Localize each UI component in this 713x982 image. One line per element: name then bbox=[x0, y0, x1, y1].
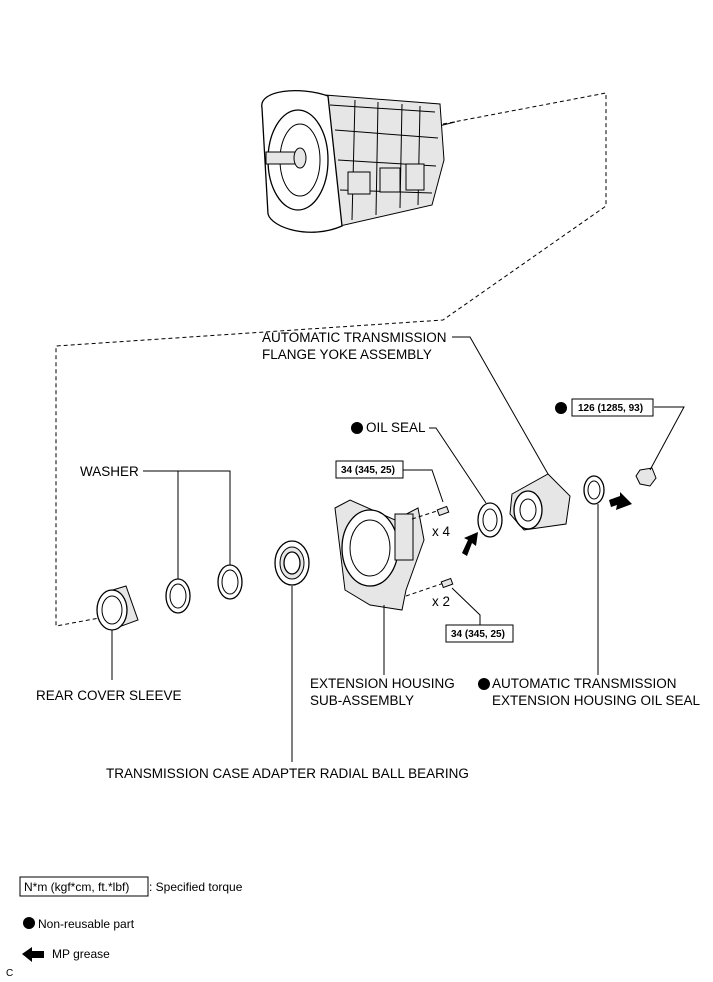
flange-yoke-label-line2: FLANGE YOKE ASSEMBLY bbox=[262, 347, 432, 362]
oil-seal-illustration bbox=[429, 427, 503, 538]
filled-circle-icon bbox=[351, 422, 363, 434]
transmission-assembly-illustration bbox=[55, 90, 607, 627]
legend-torque-unit: N*m (kgf*cm, ft.*lbf) bbox=[24, 880, 129, 894]
rear-cover-sleeve-illustration bbox=[96, 585, 139, 680]
legend-grease-text: MP grease bbox=[52, 947, 110, 961]
oil-seal-label: OIL SEAL bbox=[366, 420, 426, 435]
quantity-x2-label: x 2 bbox=[432, 594, 450, 609]
extension-housing-oil-seal-illustration bbox=[583, 475, 605, 675]
filled-circle-icon bbox=[23, 917, 35, 929]
radial-ball-bearing-illustration bbox=[274, 540, 310, 762]
flange-yoke-illustration bbox=[452, 336, 571, 531]
torque-box-nut bbox=[571, 398, 654, 417]
quantity-x4-label: x 4 bbox=[432, 524, 451, 539]
ext-housing-oil-seal-label-line1: AUTOMATIC TRANSMISSION bbox=[492, 676, 677, 691]
washer-label: WASHER bbox=[80, 464, 139, 479]
grease-arrow-icon bbox=[462, 532, 478, 556]
filled-circle-icon bbox=[555, 402, 567, 414]
torque-value-lower-bolt: 34 (345, 25) bbox=[451, 629, 505, 640]
extension-housing-illustration bbox=[334, 499, 425, 675]
footer-code: C bbox=[6, 968, 13, 979]
radial-ball-bearing-label: TRANSMISSION CASE ADAPTER RADIAL BALL BE… bbox=[106, 766, 469, 781]
torque-value-nut: 126 (1285, 93) bbox=[578, 403, 643, 414]
legend-torque-box bbox=[19, 876, 149, 897]
legend-nonreusable-text: Non-reusable part bbox=[38, 917, 135, 931]
torque-box-upper-bolt bbox=[335, 460, 404, 479]
torque-value-upper-bolt: 34 (345, 25) bbox=[341, 465, 395, 476]
legend-torque-text: : Specified torque bbox=[149, 880, 243, 894]
ext-housing-oil-seal-label-line2: EXTENSION HOUSING OIL SEAL bbox=[492, 693, 701, 708]
legend: N*m (kgf*cm, ft.*lbf) : Specified torque… bbox=[19, 876, 243, 962]
grease-arrow-icon bbox=[609, 492, 632, 510]
filled-circle-icon bbox=[478, 678, 490, 690]
nut-illustration bbox=[635, 406, 685, 487]
extension-housing-label-line1: EXTENSION HOUSING bbox=[310, 676, 455, 691]
grease-arrow-icon bbox=[22, 947, 44, 962]
torque-box-lower-bolt bbox=[445, 624, 514, 643]
flange-yoke-label-line1: AUTOMATIC TRANSMISSION bbox=[262, 330, 447, 345]
washer-illustration bbox=[143, 470, 243, 614]
rear-cover-sleeve-label: REAR COVER SLEEVE bbox=[36, 688, 182, 703]
bolt-illustration bbox=[403, 469, 481, 625]
extension-housing-label-line2: SUB-ASSEMBLY bbox=[310, 693, 414, 708]
